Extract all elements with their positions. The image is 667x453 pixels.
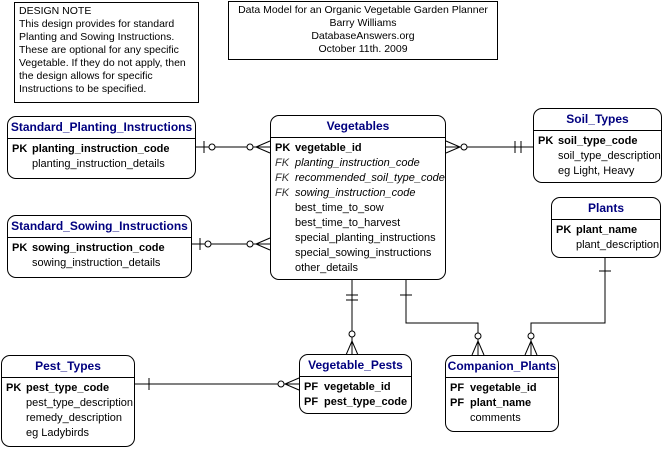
key-field: planting_instruction_code [295,157,420,169]
key-tag: PK [538,135,554,147]
key-tag: PF [304,381,319,393]
attribute-field: best_time_to_harvest [295,217,401,229]
entity-vegetables[interactable]: Vegetables PK vegetable_id FK planting_ins… [270,115,446,280]
design-note-line: the design allows for specific [19,70,153,82]
entity-title: Vegetables [271,116,445,138]
entity-title: Companion_Plants [446,356,558,378]
diagram-source: DatabaseAnswers.org [311,30,415,42]
attribute-field: other_details [295,262,358,274]
key-field: sowing_instruction_code [32,242,165,254]
attribute-field: best_time_to_sow [295,202,384,214]
key-tag: PK [12,143,28,155]
key-field: pest_type_code [26,382,110,394]
key-tag: PK [6,382,22,394]
key-field: vegetable_id [470,382,537,394]
rel-plants-companion [530,258,606,355]
entity-standard-sowing-instructions[interactable]: Standard_Sowing_Instructions PK sowing_in… [7,215,192,278]
key-tag: PF [450,382,465,394]
key-tag: PF [450,397,465,409]
key-field: recommended_soil_type_code [295,172,445,184]
entity-plants[interactable]: Plants PK plant_name plant_description [551,197,661,258]
key-field: plant_name [576,224,638,236]
design-note-line: Planting and Sowing Instructions. [19,31,175,43]
attribute-field: eg Light, Heavy [558,165,635,177]
entity-pest-types[interactable]: Pest_Types PK pest_type_code pest_type_de… [1,355,135,447]
entity-title: Vegetable_Pests [300,355,411,377]
design-note-line: Vegetable. If they do not apply, then [19,57,186,69]
key-tag: PF [304,396,319,408]
attribute-field: eg Ladybirds [26,427,89,439]
entity-soil-types[interactable]: Soil_Types PK soil_type_code soil_type_de… [533,108,662,183]
diagram-author: Barry Williams [329,17,397,29]
design-note-line: DESIGN NOTE [19,5,92,17]
entity-vegetable-pests[interactable]: Vegetable_Pests PF vegetable_id PF pest_ty… [299,354,412,414]
entity-title: Plants [552,198,660,220]
design-note-line: These are optional for any specific [19,44,179,56]
key-field: plant_name [470,397,532,409]
key-tag: FK [275,187,290,199]
key-field: pest_type_code [324,396,408,408]
attribute-field: comments [470,412,521,424]
entity-title: Soil_Types [534,109,661,131]
key-field: sowing_instruction_code [295,187,416,199]
attribute-field: planting_instruction_details [32,158,165,170]
entity-title: Pest_Types [2,356,134,378]
design-note-line: Instructions to be specified. [19,83,147,95]
diagram-title-box: Data Model for an Organic Vegetable Gard… [228,1,498,60]
attribute-field: sowing_instruction_details [32,257,161,269]
entity-companion-plants[interactable]: Companion_Plants PF vegetable_id PF plant_… [445,355,559,432]
key-tag: PK [275,142,291,154]
design-note: DESIGN NOTE This design provides for sta… [14,2,199,103]
attribute-field: remedy_description [26,412,122,424]
key-field: vegetable_id [295,142,362,154]
entity-title: Standard_Planting_Instructions [8,117,195,139]
rel-vegetables-companion [405,280,479,355]
design-note-line: This design provides for standard [19,18,175,30]
entity-title: Standard_Sowing_Instructions [8,216,191,238]
key-tag: PK [556,224,572,236]
attribute-field: pest_type_description [26,397,134,409]
attribute-field: plant_description [576,239,660,251]
key-tag: FK [275,157,290,169]
diagram-title: Data Model for an Organic Vegetable Gard… [238,4,488,16]
key-tag: PK [12,242,28,254]
entity-standard-planting-instructions[interactable]: Standard_Planting_Instructions PK plantin… [7,116,196,179]
key-tag: FK [275,172,290,184]
key-field: planting_instruction_code [32,143,170,155]
attribute-field: special_planting_instructions [295,232,436,244]
key-field: vegetable_id [324,381,391,393]
attribute-field: special_sowing_instructions [295,247,432,259]
key-field: soil_type_code [558,135,638,147]
diagram-date: October 11th. 2009 [318,43,408,55]
attribute-field: soil_type_description [558,150,661,162]
